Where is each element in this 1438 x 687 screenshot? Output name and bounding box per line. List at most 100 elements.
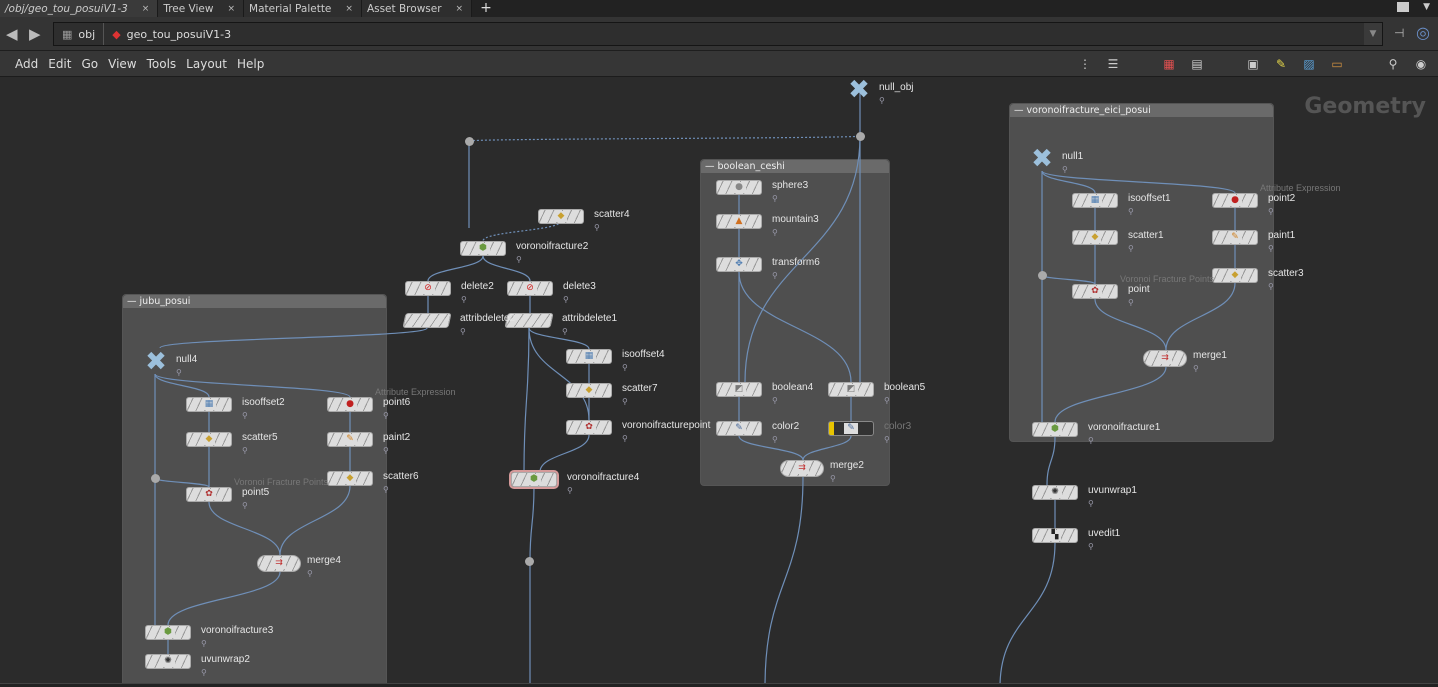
breadcrumb-obj[interactable]: ▦obj: [54, 23, 103, 45]
node-label[interactable]: point2: [1268, 193, 1296, 204]
node-label[interactable]: voronoifracture4: [567, 472, 640, 483]
wire[interactable]: [1041, 170, 1236, 194]
node-body[interactable]: ●: [716, 180, 762, 195]
node-body[interactable]: ✎: [327, 432, 373, 447]
node-body[interactable]: ✖: [1026, 146, 1058, 172]
node-label[interactable]: isooffset2: [242, 397, 285, 408]
node-body[interactable]: ●: [327, 397, 373, 412]
node-label[interactable]: merge2: [830, 460, 864, 471]
network-box-header[interactable]: — jubu_posui: [123, 295, 386, 308]
node-body[interactable]: ✿: [186, 487, 232, 502]
eye-icon[interactable]: ◉: [1415, 57, 1427, 71]
menu-layout[interactable]: Layout: [186, 56, 227, 71]
node-label[interactable]: voronoifracture2: [516, 241, 589, 252]
wire[interactable]: [523, 327, 530, 473]
wire[interactable]: [154, 477, 210, 488]
wire[interactable]: [1041, 170, 1096, 194]
maximize-pane-icon[interactable]: [1397, 2, 1410, 12]
breadcrumb-geo[interactable]: ◆geo_tou_posuiV1-3: [103, 23, 239, 45]
node-label[interactable]: transform6: [772, 257, 820, 268]
wire-dot[interactable]: [465, 137, 474, 146]
link-target-icon[interactable]: ◎: [1416, 23, 1430, 42]
node-body[interactable]: ✿: [566, 420, 612, 435]
wire[interactable]: [744, 135, 861, 383]
close-tab-icon[interactable]: ×: [141, 3, 150, 14]
node-label[interactable]: scatter3: [1268, 268, 1304, 279]
node-body[interactable]: ✖: [843, 78, 875, 103]
node-body[interactable]: ◆: [327, 471, 373, 486]
node-label[interactable]: mountain3: [772, 214, 819, 225]
wire[interactable]: [1046, 436, 1056, 486]
menu-add[interactable]: Add: [15, 56, 39, 71]
node-label[interactable]: delete2: [461, 281, 494, 292]
node-label[interactable]: uvunwrap1: [1088, 485, 1137, 496]
node-body[interactable]: ✖: [140, 349, 172, 375]
node-body[interactable]: ✺: [1032, 485, 1078, 500]
wire[interactable]: [539, 434, 590, 473]
wire-dot[interactable]: [856, 132, 865, 141]
wire-dot[interactable]: [151, 474, 160, 483]
node-label[interactable]: isooffset1: [1128, 193, 1171, 204]
node-label[interactable]: null_obj: [879, 82, 914, 93]
close-tab-icon[interactable]: ×: [227, 3, 236, 14]
node-label[interactable]: color2: [772, 421, 800, 432]
node-body[interactable]: ✎: [716, 421, 762, 436]
node-body[interactable]: ◆: [1072, 230, 1118, 245]
node-body[interactable]: ⇉: [257, 555, 301, 572]
wire[interactable]: [1054, 366, 1167, 423]
node-body[interactable]: ✥: [716, 257, 762, 272]
wire[interactable]: [468, 135, 861, 142]
back-arrow-icon[interactable]: ◀: [6, 25, 18, 43]
tab[interactable]: Tree View×: [158, 0, 245, 17]
node-label[interactable]: voronoifracture3: [201, 625, 274, 636]
timeline-strip[interactable]: [0, 683, 1438, 687]
tab[interactable]: Material Palette×: [244, 0, 362, 17]
forward-arrow-icon[interactable]: ▶: [29, 25, 41, 43]
node-body[interactable]: ▦: [566, 349, 612, 364]
menu-help[interactable]: Help: [236, 56, 265, 71]
network-editor-canvas[interactable]: Geometry — jubu_posui — boolean_ceshi — …: [0, 78, 1438, 683]
node-label[interactable]: sphere3: [772, 180, 809, 191]
close-tab-icon[interactable]: ×: [455, 3, 464, 14]
sticky-note-icon[interactable]: ✎: [1275, 57, 1287, 71]
node-label[interactable]: isooffset4: [622, 349, 665, 360]
node-label[interactable]: point: [1128, 284, 1150, 295]
node-body[interactable]: ◆: [538, 209, 584, 224]
wire[interactable]: [1041, 274, 1096, 285]
node-label[interactable]: paint1: [1268, 230, 1296, 241]
network-box-icon[interactable]: ▣: [1247, 57, 1259, 71]
wire[interactable]: [528, 327, 590, 421]
node-label[interactable]: delete3: [563, 281, 596, 292]
wire[interactable]: [764, 476, 804, 683]
menu-view[interactable]: View: [108, 56, 137, 71]
wire-dot[interactable]: [1038, 271, 1047, 280]
menu-edit[interactable]: Edit: [48, 56, 72, 71]
node-body[interactable]: ⊘: [507, 281, 553, 296]
subnet-box-icon[interactable]: ▭: [1331, 57, 1343, 71]
close-tab-icon[interactable]: ×: [345, 3, 353, 14]
network-box-jubu-posui[interactable]: — jubu_posui: [122, 294, 387, 683]
tab[interactable]: /obj/geo_tou_posuiV1-3×: [0, 0, 159, 17]
wire[interactable]: [159, 327, 428, 349]
node-label[interactable]: merge4: [307, 555, 341, 566]
node-body[interactable]: ▦: [186, 397, 232, 412]
node-body[interactable]: [402, 313, 452, 328]
node-body[interactable]: ✎: [828, 421, 874, 436]
node-label[interactable]: boolean4: [772, 382, 814, 393]
node-body[interactable]: ◩: [716, 382, 762, 397]
search-icon[interactable]: ⚲: [1388, 57, 1398, 71]
wire[interactable]: [279, 485, 351, 556]
node-body[interactable]: ▲: [716, 214, 762, 229]
node-body[interactable]: ◆: [566, 383, 612, 398]
background-image-icon[interactable]: ▨: [1303, 57, 1315, 71]
wire[interactable]: [738, 435, 804, 461]
wire[interactable]: [1165, 282, 1236, 351]
node-label[interactable]: boolean5: [884, 382, 926, 393]
wire[interactable]: [738, 271, 852, 383]
node-body[interactable]: ✿: [1072, 284, 1118, 299]
node-body[interactable]: ⊘: [405, 281, 451, 296]
node-body[interactable]: ▦: [1072, 193, 1118, 208]
path-history-dropdown[interactable]: ▼: [1364, 23, 1382, 45]
node-label[interactable]: paint2: [383, 432, 411, 443]
path-field[interactable]: ▦obj ◆geo_tou_posuiV1-3 ▼: [53, 22, 1383, 46]
